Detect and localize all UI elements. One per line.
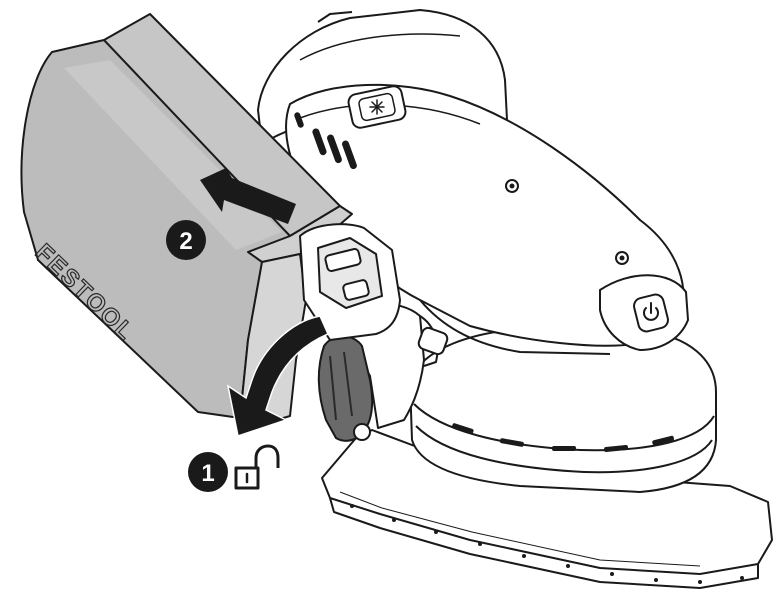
speed-control-button — [347, 85, 407, 129]
vent-slots — [294, 112, 357, 170]
step-2-arrow — [200, 168, 296, 224]
locking-clip — [317, 335, 374, 442]
step-1-number: 1 — [201, 460, 214, 487]
base-housing — [409, 327, 717, 493]
step-2-badge: 2 — [166, 220, 206, 260]
rotate-arrow-icon — [226, 315, 329, 437]
step-1-badge: 1 — [188, 452, 228, 492]
power-button-icon — [643, 302, 659, 321]
arrow-left-icon — [200, 168, 296, 224]
unlock-icon — [234, 444, 280, 490]
step-2-number: 2 — [179, 228, 192, 255]
sanding-pad — [321, 429, 773, 589]
bag-collar — [299, 223, 401, 341]
dust-bag — [20, 13, 353, 427]
step-1-rotate-arrow — [226, 315, 329, 437]
fan-icon — [369, 99, 385, 115]
body-band — [419, 299, 611, 355]
